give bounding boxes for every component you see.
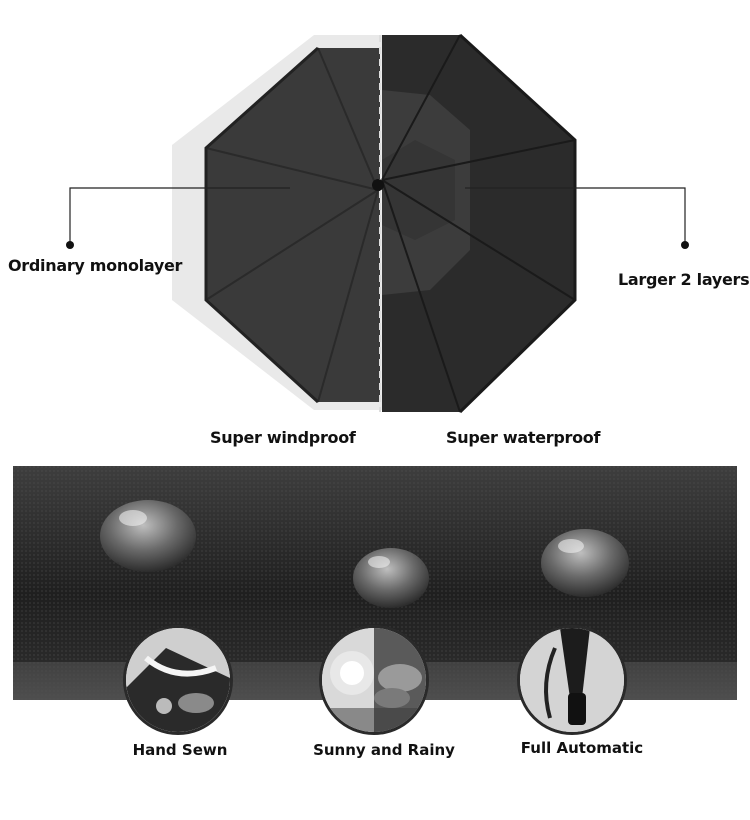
auto-handle-photo <box>520 628 624 732</box>
windproof-label: Super windproof <box>210 428 356 447</box>
feature-label: Full Automatic <box>520 739 644 757</box>
sun-cloud-photo <box>322 628 426 732</box>
double-layer-half <box>381 33 577 414</box>
right-label: Larger 2 layers <box>618 270 750 289</box>
water-droplet <box>353 548 429 608</box>
left-label: Ordinary monolayer <box>8 256 183 275</box>
monolayer-half <box>204 46 380 404</box>
hand-sewn-photo <box>126 628 230 732</box>
feature-label: Hand Sewn <box>132 741 228 759</box>
water-droplet <box>541 529 629 597</box>
umbrella-comparison-illustration <box>66 33 689 414</box>
left-leader-line <box>69 187 290 244</box>
water-droplet <box>100 500 196 572</box>
feature-label: Sunny and Rainy <box>313 741 455 759</box>
right-leader-line <box>465 187 686 244</box>
waterproof-label: Super waterproof <box>446 428 601 447</box>
